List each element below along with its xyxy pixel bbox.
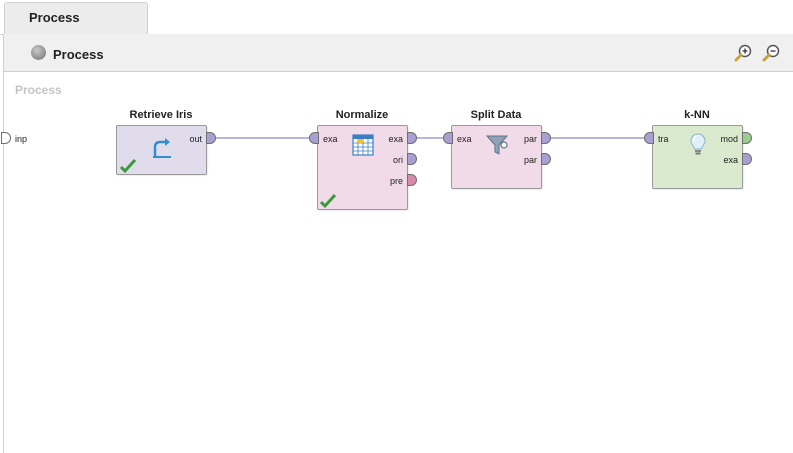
lightbulb-icon xyxy=(690,133,706,155)
operator-retrieve-iris[interactable] xyxy=(116,125,207,175)
tab-strip: Process xyxy=(0,0,793,35)
port-knn-out-exa[interactable] xyxy=(742,153,752,165)
operator-split-data[interactable] xyxy=(451,125,542,189)
port-label-normalize-out-ori: ori xyxy=(392,155,403,165)
port-label-retrieve-out: out xyxy=(189,134,202,144)
filter-funnel-icon xyxy=(485,135,509,155)
process-title: Process xyxy=(53,47,104,62)
process-header: Process xyxy=(3,34,793,72)
port-split-out-2[interactable] xyxy=(541,153,551,165)
port-label-normalize-out-pre: pre xyxy=(389,176,403,186)
operator-knn[interactable] xyxy=(652,125,743,189)
table-icon xyxy=(352,134,374,156)
canvas-label: Process xyxy=(15,83,62,97)
port-retrieve-out[interactable] xyxy=(206,132,216,144)
operator-normalize[interactable] xyxy=(317,125,408,210)
port-normalize-in-exa[interactable] xyxy=(309,132,319,144)
port-label-knn-out-exa: exa xyxy=(723,155,738,165)
port-label-normalize-in: exa xyxy=(323,134,338,144)
process-input-port[interactable] xyxy=(1,132,11,144)
operator-name-knn: k-NN xyxy=(684,109,710,121)
port-normalize-out-ori[interactable] xyxy=(407,153,417,165)
port-label-normalize-out-exa: exa xyxy=(388,134,403,144)
port-split-out-1[interactable] xyxy=(541,132,551,144)
port-label-split-in: exa xyxy=(457,134,472,144)
zoom-out-icon[interactable] xyxy=(761,43,781,63)
operator-name-retrieve: Retrieve Iris xyxy=(129,109,193,121)
port-normalize-out-pre[interactable] xyxy=(407,174,417,186)
process-icon xyxy=(31,45,46,60)
status-ok-icon xyxy=(119,158,137,174)
retrieve-icon xyxy=(153,138,171,158)
operator-name-normalize: Normalize xyxy=(335,109,389,121)
port-knn-in-tra[interactable] xyxy=(644,132,654,144)
operator-name-split: Split Data xyxy=(470,109,522,121)
tab-process[interactable]: Process xyxy=(4,2,148,34)
zoom-in-icon[interactable] xyxy=(733,43,753,63)
process-input-label: inp xyxy=(15,134,28,144)
port-label-split-out-1: par xyxy=(523,134,537,144)
port-normalize-out-exa[interactable] xyxy=(407,132,417,144)
port-knn-out-mod[interactable] xyxy=(742,132,752,144)
port-label-knn-in: tra xyxy=(658,134,669,144)
status-ok-icon xyxy=(319,193,337,209)
port-label-split-out-2: par xyxy=(523,155,537,165)
port-label-knn-out-mod: mod xyxy=(720,134,738,144)
port-split-in-exa[interactable] xyxy=(443,132,453,144)
